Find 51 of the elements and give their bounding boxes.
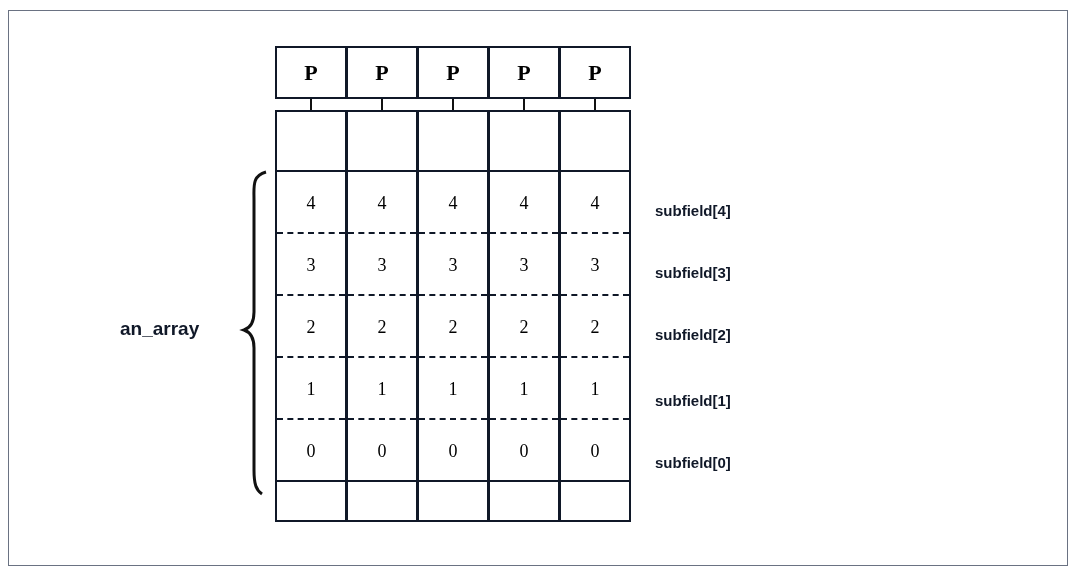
subfield-value: 1: [306, 378, 316, 401]
subfield-value: 1: [448, 378, 458, 401]
subfield-value: 1: [377, 378, 387, 401]
subfield-value: 4: [590, 192, 600, 215]
memory-column: [488, 110, 560, 522]
memory-column: [275, 110, 347, 522]
subfield-value: 0: [306, 440, 316, 463]
subfield-value: 0: [448, 440, 458, 463]
subfield-label: subfield[4]: [655, 201, 731, 221]
memory-column: [559, 110, 631, 522]
subfield-value: 1: [519, 378, 529, 401]
subfield-value: 4: [448, 192, 458, 215]
subfield-value: 3: [448, 254, 458, 277]
subfield-value: 0: [590, 440, 600, 463]
subfield-value: 1: [590, 378, 600, 401]
processor-label: P: [517, 59, 531, 87]
processor-box: [275, 46, 347, 99]
processor-box: [346, 46, 418, 99]
subfield-label: subfield[2]: [655, 325, 731, 345]
processor-box: [559, 46, 631, 99]
connector-line: [310, 98, 312, 111]
subfield-value: 4: [306, 192, 316, 215]
subfield-value: 2: [519, 316, 529, 339]
subfield-value: 4: [519, 192, 529, 215]
processor-label: P: [375, 59, 389, 87]
subfield-value: 3: [377, 254, 387, 277]
subfield-value: 3: [590, 254, 600, 277]
connector-line: [452, 98, 454, 111]
subfield-label: subfield[0]: [655, 453, 731, 473]
array-label: an_array: [120, 317, 200, 341]
connector-line: [594, 98, 596, 111]
subfield-value: 0: [519, 440, 529, 463]
subfield-value: 3: [306, 254, 316, 277]
memory-column: [346, 110, 418, 522]
processor-box: [488, 46, 560, 99]
subfield-value: 2: [448, 316, 458, 339]
memory-column: [417, 110, 489, 522]
subfield-value: 3: [519, 254, 529, 277]
connector-line: [381, 98, 383, 111]
processor-box: [417, 46, 489, 99]
subfield-value: 0: [377, 440, 387, 463]
connector-line: [523, 98, 525, 111]
subfield-label: subfield[3]: [655, 263, 731, 283]
processor-label: P: [304, 59, 318, 87]
subfield-value: 2: [377, 316, 387, 339]
processor-label: P: [446, 59, 460, 87]
processor-label: P: [588, 59, 602, 87]
subfield-value: 2: [590, 316, 600, 339]
subfield-label: subfield[1]: [655, 391, 731, 411]
subfield-value: 2: [306, 316, 316, 339]
subfield-value: 4: [377, 192, 387, 215]
